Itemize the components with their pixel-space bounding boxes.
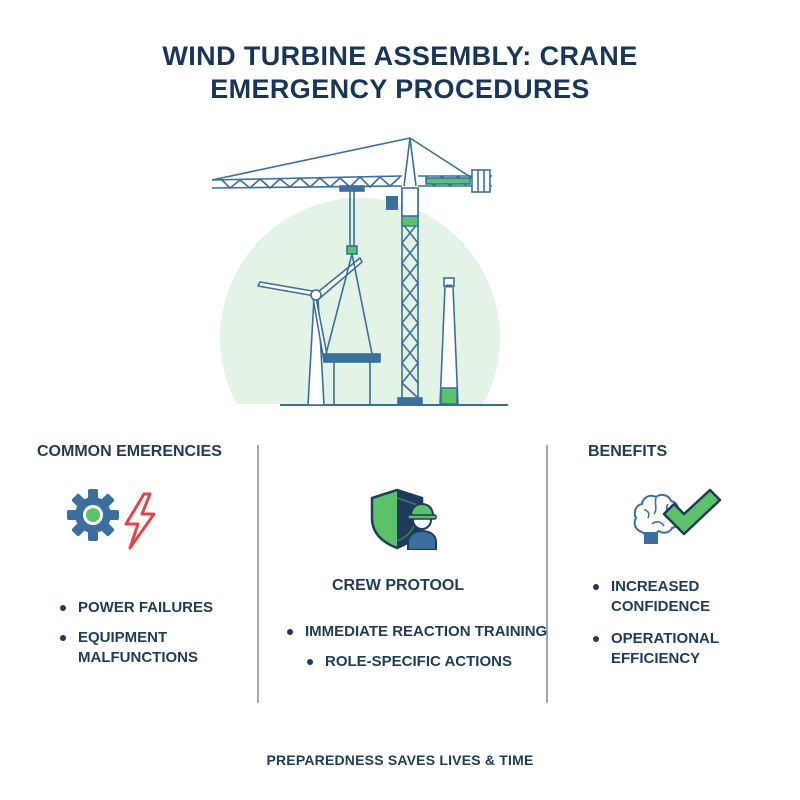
crane-jib [211, 175, 403, 192]
list-item: ROLE-SPECIFIC ACTIONS [307, 652, 512, 672]
worker-helmet-icon [407, 502, 437, 550]
crane-peak [211, 137, 473, 187]
page-title-line-1: WIND TURBINE ASSEMBLY: CRANE [162, 41, 638, 71]
emergencies-heading: COMMON EMERENCIES [37, 443, 222, 460]
column-divider-right [546, 445, 548, 703]
list-item: IMMEDIATE REACTION TRAINING [287, 622, 547, 642]
brain-icon [633, 493, 680, 544]
page-title-line-2: EMERGENCY PROCEDURES [210, 74, 590, 104]
column-divider-left [257, 445, 259, 703]
checkmark-icon [662, 488, 722, 536]
list-item: POWER FAILURES [60, 598, 213, 618]
lightning-bolt-icon [124, 492, 156, 550]
hanging-load [323, 190, 381, 405]
crane-illustration [200, 137, 520, 418]
background-circle [220, 198, 500, 418]
turbine-tower [439, 277, 459, 406]
wind-turbine-icon [257, 257, 363, 406]
crew-protocol-heading: CREW PROTOOL [332, 577, 465, 594]
gear-icon [67, 489, 119, 541]
footer-tagline: PREPAREDNESS SAVES LIVES & TIME [266, 752, 534, 768]
benefits-heading: BENEFITS [588, 443, 668, 460]
counter-jib [418, 169, 492, 193]
